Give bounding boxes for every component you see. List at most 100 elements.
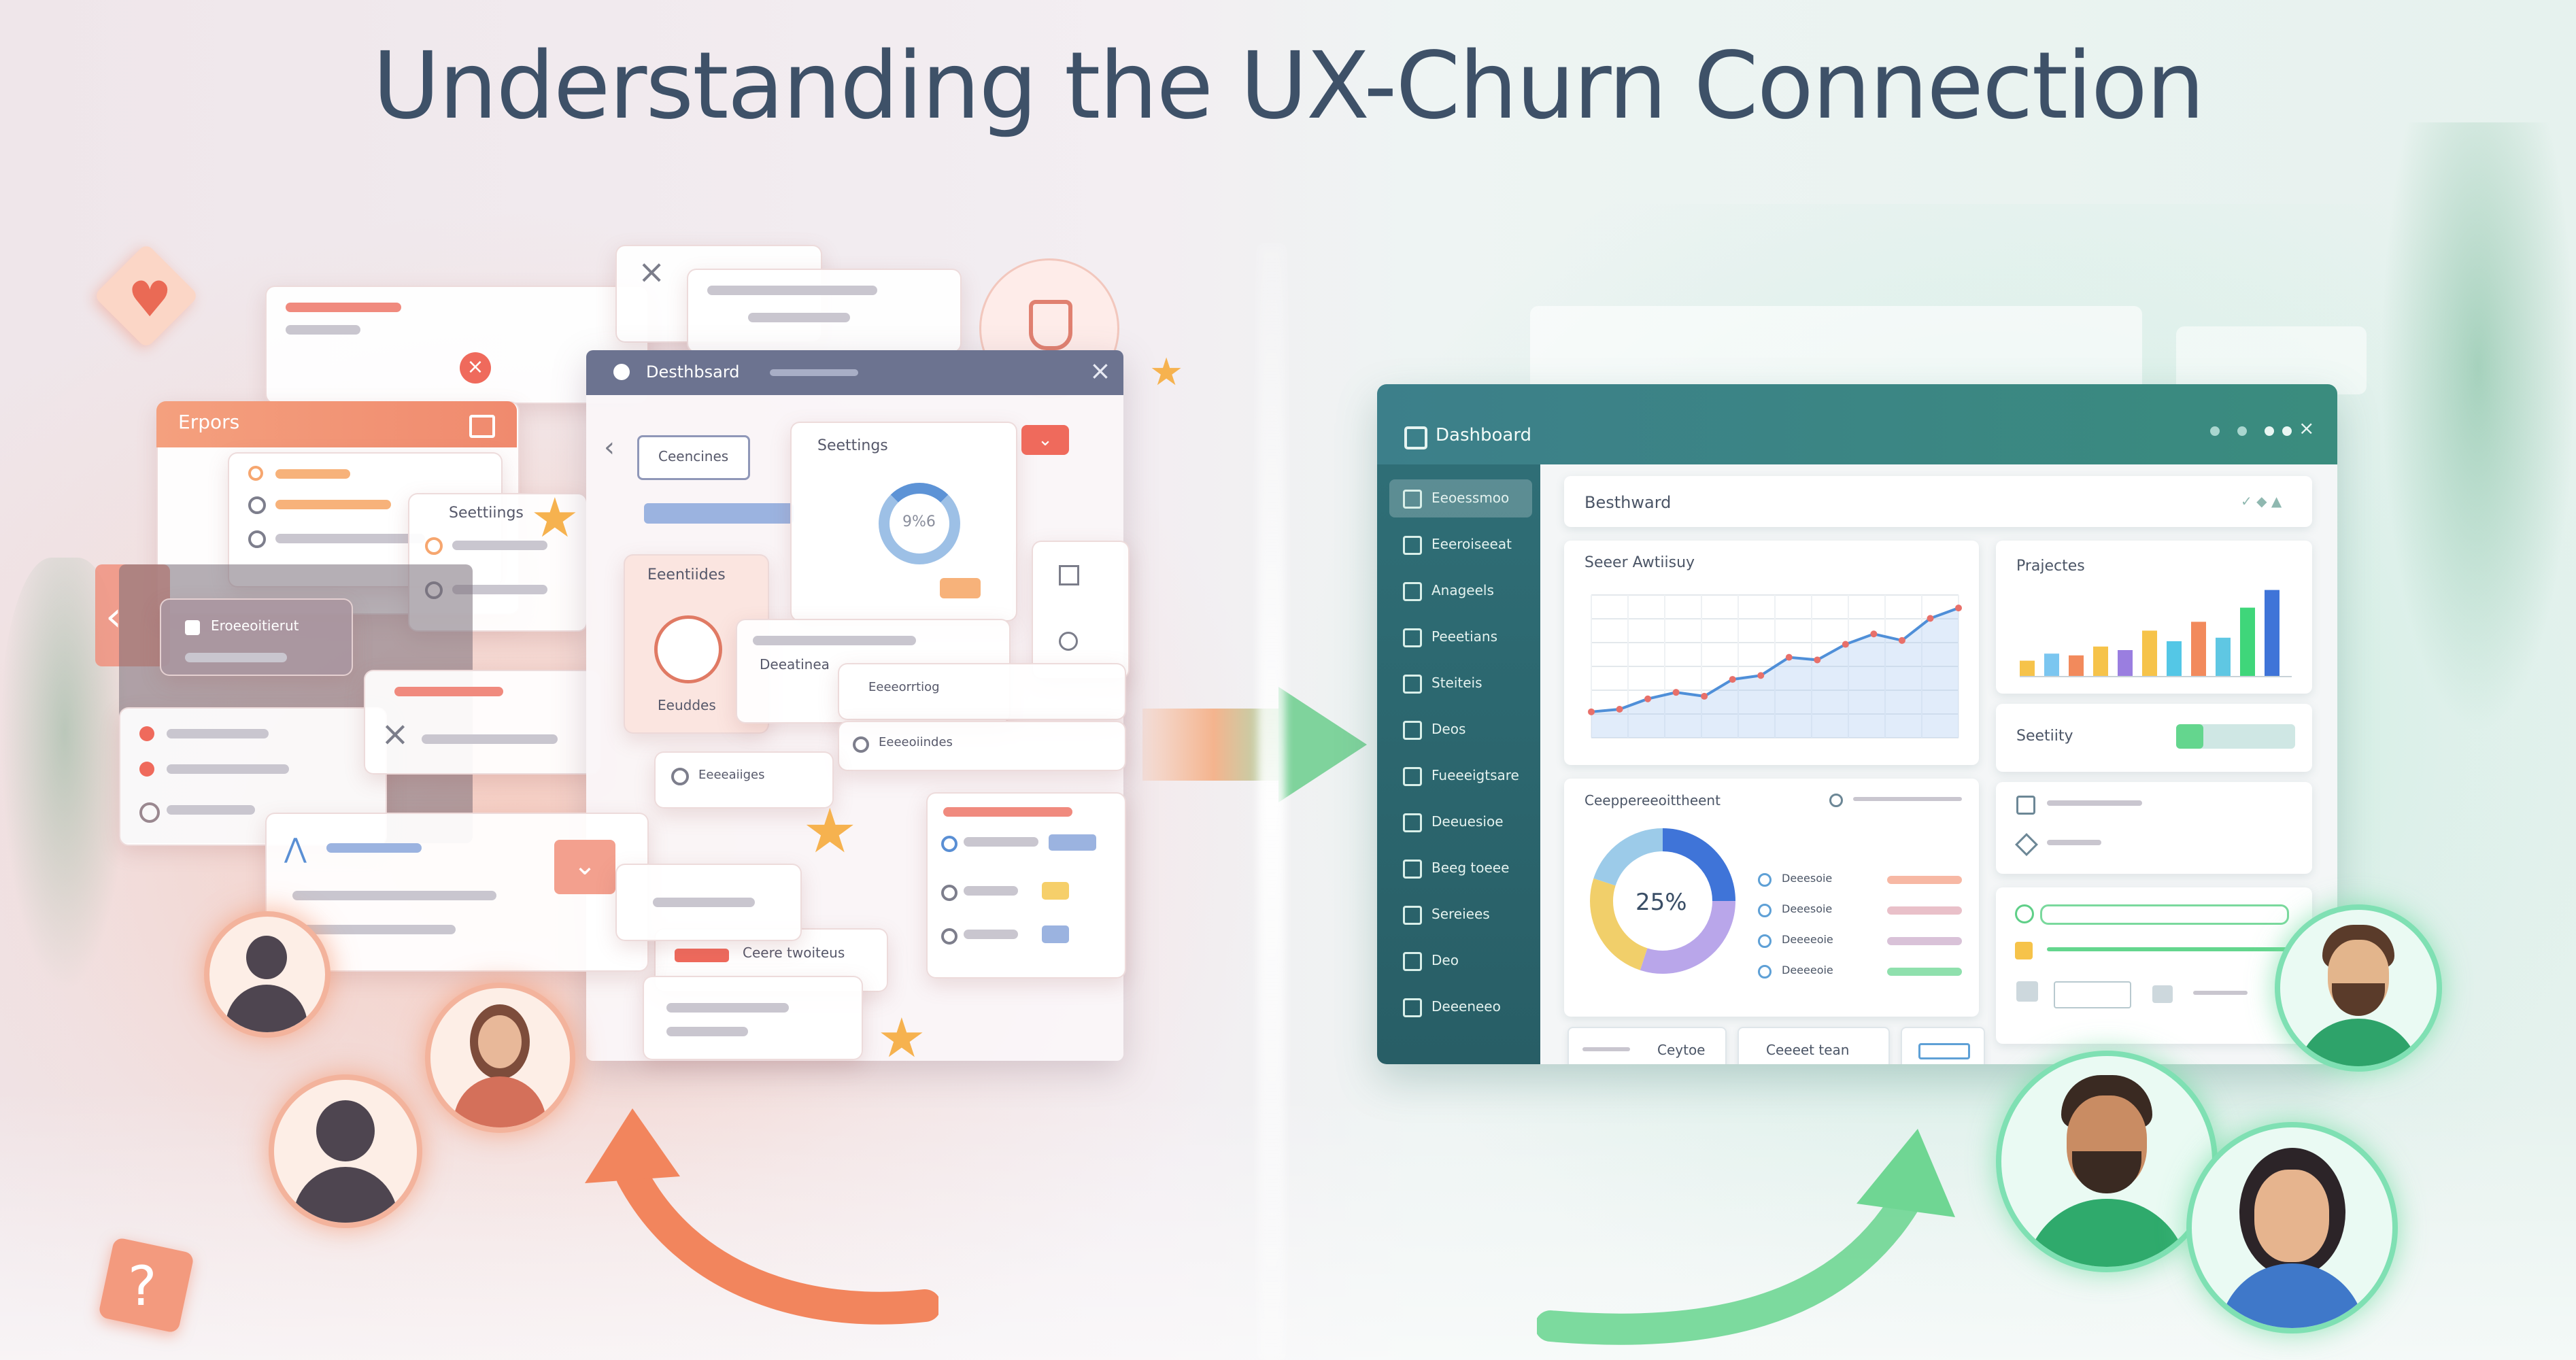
sidebar-item-label: Anageels [1431,582,1494,598]
check-icon[interactable] [2016,796,2035,815]
profile-card-caption: Eeuddes [658,697,716,713]
sidebar-item-active[interactable] [1389,479,1532,517]
legend-label: Deeesoie [1782,872,1833,885]
sidebar-item-icon [1403,906,1422,925]
sidebar-item-label: Steiteis [1431,675,1482,691]
line-point [1870,630,1878,638]
dropdown-card [838,663,1126,720]
header-title: Besthward [1584,493,1672,512]
donut-legend-item: Deeeeoie [1758,962,1962,983]
window-controls[interactable]: × [2210,417,2319,444]
retention-arrow-icon [1537,1129,1955,1345]
happy-user-avatar-2 [1996,1051,2218,1272]
sidebar-item[interactable]: Deos [1397,714,1527,744]
donut-center-label: 25% [1636,889,1687,916]
sidebar-item[interactable]: Sereiees [1397,899,1527,929]
frustrated-user-avatar-3 [269,1074,422,1228]
bar [2093,646,2108,677]
sidebar-item[interactable]: Steiteis [1397,668,1527,698]
sidebar-item-icon [1403,490,1422,509]
toggle-icon[interactable] [2015,904,2034,923]
sidebar-item-icon [1403,813,1422,832]
bar [2069,655,2084,677]
heart-icon: ♥ [128,271,172,328]
bar [2044,653,2059,677]
bar [2142,630,2157,677]
window-close-icon[interactable]: × [1089,356,1111,386]
legend-bar [1887,906,1962,915]
line-point [1955,605,1962,612]
line-point [1616,706,1623,713]
connect-team-button[interactable]: Ceeeet tean [1738,1027,1890,1064]
lower-card-3 [643,976,863,1060]
sidebar-item-label: Deos [1431,721,1466,737]
legend-bar [1887,968,1962,976]
more-button[interactable] [1901,1027,1985,1064]
star-icon-3: ★ [877,1006,926,1070]
sidebar-item-icon [1403,998,1422,1017]
page-title: Understanding the UX-Churn Connection [372,33,2205,140]
legend-dot [1758,873,1772,887]
sales-line-chart [1588,594,1962,738]
checkbox-2[interactable] [1059,632,1078,651]
side-card [160,598,353,676]
sidebar-item[interactable]: Beeg toeee [1397,853,1527,883]
sidebar-item[interactable]: Eeoessmoo [1397,483,1527,513]
legend-dot [1758,965,1772,979]
header-panel [1564,476,2312,527]
close-icon[interactable]: × [638,253,666,291]
happy-user-avatar-3 [2186,1122,2398,1333]
line-point [1729,676,1736,683]
line-point [1672,689,1680,696]
copy-button[interactable]: Ceytoe [1567,1027,1727,1064]
completion-panel-title: Ceeppereeoittheent [1584,792,1721,809]
sidebar-item-label: Sereiees [1431,906,1490,922]
sidebar-item-icon [1403,536,1422,555]
sidebar-item[interactable]: Anageels [1397,575,1527,605]
clean-dashboard-titlebar [1377,384,2337,464]
tasks-panel [1996,887,2312,1044]
close-icon-2[interactable]: × [381,714,409,753]
sidebar-item-icon [1403,582,1422,601]
status-row-label: Eeeeoiindes [879,735,953,749]
chevron-icon[interactable]: ‹ [604,432,615,463]
sidebar-item[interactable]: Eeeroiseeat [1397,529,1527,559]
dashboard-button[interactable]: Ceencines [637,435,750,480]
settings-card-b-label: Seettings [817,437,888,454]
sidebar-item[interactable]: Fueeeigtsare [1397,760,1527,790]
left-dashboard-title: Desthbsard [646,362,740,381]
line-point [1644,695,1652,702]
line-point [1898,636,1905,644]
checkbox[interactable] [1059,565,1079,585]
line-point [1927,615,1934,622]
settings-card-a-label: Seettiings [449,505,524,522]
alert-chevron-badge[interactable]: ⌄ [1021,425,1069,455]
header-icons[interactable]: ✓ ◆ ▲ [2241,493,2282,509]
question-mark-icon: ? [128,1255,157,1318]
bottom-action-label: Ceere twoiteus [743,945,845,961]
line-point [1842,641,1849,648]
sidebar-item[interactable]: Deeuesioe [1397,806,1527,836]
ghost-window-2 [2176,326,2367,394]
legend-dot [1758,904,1772,917]
bar [2020,660,2035,677]
sidebar-item[interactable]: Deeeneeo [1397,991,1527,1021]
sidebar-item[interactable]: Peeetians [1397,622,1527,651]
line-point [1785,653,1793,661]
sidebar-item[interactable]: Deo [1397,945,1527,975]
bar [2167,641,2182,677]
popup-top-2 [687,269,962,353]
sales-panel-title: Seeer Awtiisuy [1584,554,1695,571]
chevron-badge[interactable]: ⌄ [554,840,615,894]
torn-divider [1258,245,1285,1360]
checklist-panel [1996,782,2312,874]
error-circle-icon: × [460,352,491,384]
completion-panel [1564,779,1979,1017]
line-point [1757,672,1765,679]
left-dashboard-window: Desthbsard × ‹ Ceencines Seettings 9%6 ⌄… [586,350,1130,1061]
bottom-action-button[interactable] [675,949,729,962]
task-input[interactable] [2054,981,2131,1008]
dropdown-card-label: Eeeeorrtiog [868,680,940,694]
donut-legend-item: Deeesoie [1758,901,1962,921]
